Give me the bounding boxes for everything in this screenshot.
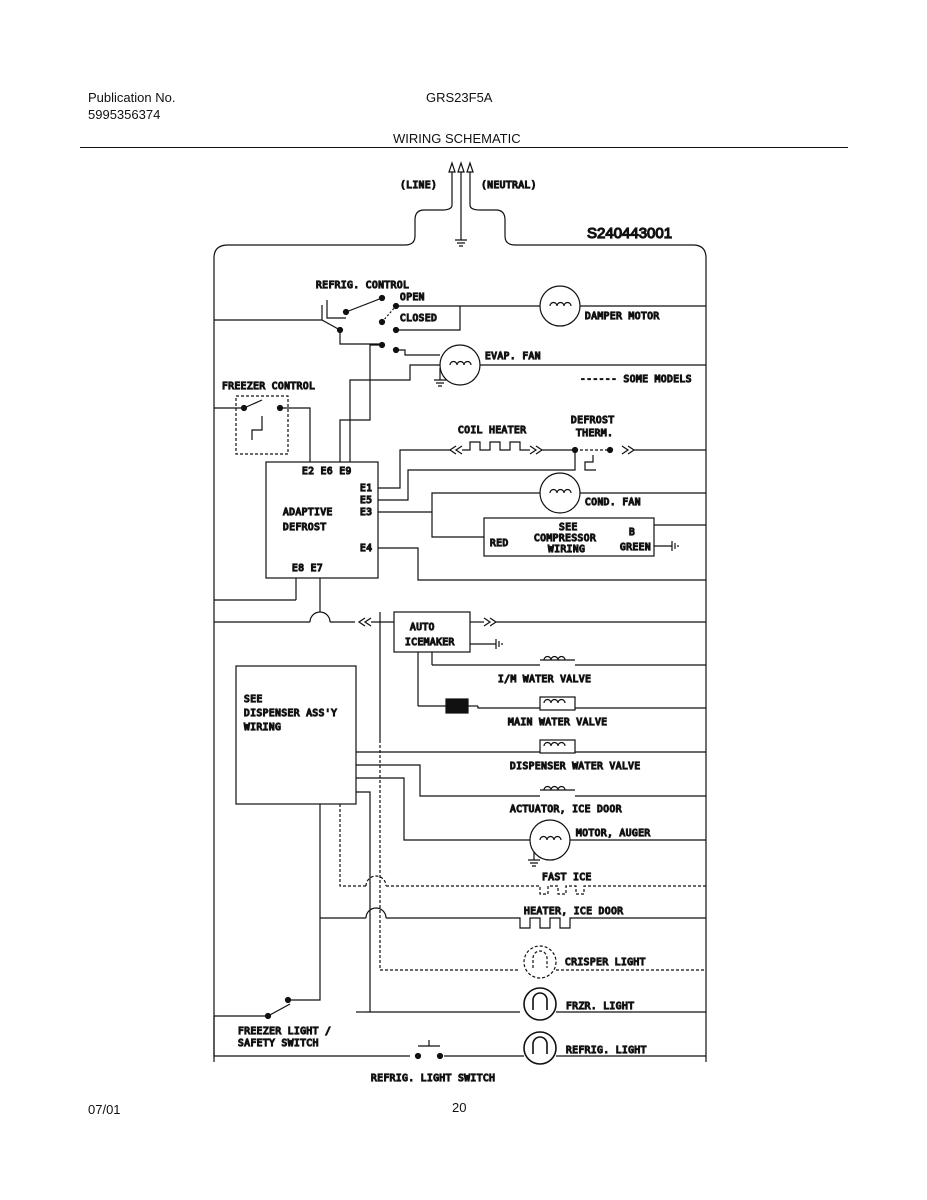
im-water-valve-label: I/M WATER VALVE — [498, 674, 591, 685]
dispenser-water-valve-label: DISPENSER WATER VALVE — [510, 761, 641, 772]
defrost-therm-label-1: DEFROST — [571, 415, 615, 426]
refrig-light-switch — [414, 1040, 444, 1060]
e3-label: E3 — [360, 507, 372, 518]
compressor-wiring-label: WIRING — [548, 544, 585, 555]
refrig-light-switch-label: REFRIG. LIGHT SWITCH — [371, 1073, 495, 1084]
freezer-control — [214, 395, 311, 462]
adaptive-defrost-board — [214, 461, 379, 612]
line-label: (LINE) — [400, 180, 437, 191]
frzr-light — [366, 987, 706, 1021]
cond-fan-label: COND. FAN — [585, 497, 641, 508]
e1-label: E1 — [360, 483, 372, 494]
neutral-label: (NEUTRAL) — [481, 180, 537, 191]
actuator-ice-door — [356, 764, 706, 797]
cond-fan — [378, 472, 706, 538]
freezer-light-safety-switch — [213, 918, 410, 1057]
damper-motor-label: DAMPER MOTOR — [585, 311, 660, 322]
dispenser-see-label: SEE — [244, 694, 263, 705]
damper-motor — [539, 285, 706, 327]
freezer-light-label-2: SAFETY SWITCH — [238, 1038, 319, 1049]
adaptive-label: ADAPTIVE — [283, 507, 333, 518]
dispenser-assy-label: DISPENSER ASS'Y — [244, 708, 337, 719]
evap-fan — [349, 344, 706, 462]
motor-auger — [356, 777, 706, 867]
refrig-control — [214, 294, 540, 462]
fast-ice — [339, 804, 706, 895]
heater-ice-door-label: HEATER, ICE DOOR — [524, 906, 624, 917]
part-number: S240443001 — [587, 225, 672, 242]
model-number: GRS23F5A — [426, 90, 493, 105]
some-models-label: ------ SOME MODELS — [580, 374, 692, 385]
refrig-light-label: REFRIG. LIGHT — [566, 1045, 647, 1056]
freezer-light-label-1: FREEZER LIGHT / — [238, 1026, 331, 1037]
section-title: WIRING SCHEMATIC — [393, 131, 521, 146]
actuator-ice-door-label: ACTUATOR, ICE DOOR — [510, 804, 622, 815]
crisper-light-label: CRISPER LIGHT — [565, 957, 646, 968]
main-water-valve — [418, 696, 706, 714]
power-plug — [213, 161, 707, 259]
publication-number: 5995356374 — [88, 107, 161, 122]
compressor-box — [378, 517, 706, 581]
freezer-control-label: FREEZER CONTROL — [222, 381, 315, 392]
refrig-light — [356, 791, 706, 1065]
defrost-therm-label-2: THERM. — [576, 428, 613, 439]
auto-label: AUTO — [410, 622, 435, 633]
compressor-label: COMPRESSOR — [534, 533, 596, 544]
e4-label: E4 — [360, 543, 372, 554]
open-label: OPEN — [400, 292, 425, 303]
e2-e6-e9-label: E2 E6 E9 — [302, 466, 352, 477]
refrig-control-label: REFRIG. CONTROL — [316, 280, 409, 291]
closed-label: CLOSED — [400, 313, 437, 324]
dispenser-wiring-label: WIRING — [244, 722, 281, 733]
compressor-see-label: SEE — [559, 522, 578, 533]
frzr-light-label: FRZR. LIGHT — [566, 1001, 634, 1012]
defrost-label: DEFROST — [283, 522, 327, 533]
fast-ice-label: FAST ICE — [542, 872, 592, 883]
footer-date: 07/01 — [88, 1102, 121, 1117]
header-rule — [80, 147, 848, 148]
main-water-valve-label: MAIN WATER VALVE — [508, 717, 608, 728]
e8-e7-label: E8 E7 — [292, 563, 323, 574]
icemaker-label: ICEMAKER — [405, 637, 455, 648]
green-label: GREEN — [620, 542, 651, 553]
crisper-light — [379, 740, 706, 979]
e5-label: E5 — [360, 495, 372, 506]
b-label: B — [629, 527, 635, 538]
coil-heater-label: COIL HEATER — [458, 425, 526, 436]
publication-label: Publication No. — [88, 90, 176, 105]
dispenser-water-valve — [356, 739, 706, 754]
im-water-valve — [432, 655, 706, 666]
evap-fan-label: EVAP. FAN — [485, 351, 541, 362]
coil-heater — [378, 441, 706, 501]
heater-ice-door — [319, 804, 706, 929]
auto-icemaker — [214, 611, 706, 653]
red-label: RED — [490, 538, 509, 549]
footer-page-number: 20 — [452, 1100, 467, 1115]
dispenser-assembly-box — [235, 665, 357, 805]
motor-auger-label: MOTOR, AUGER — [576, 828, 651, 839]
